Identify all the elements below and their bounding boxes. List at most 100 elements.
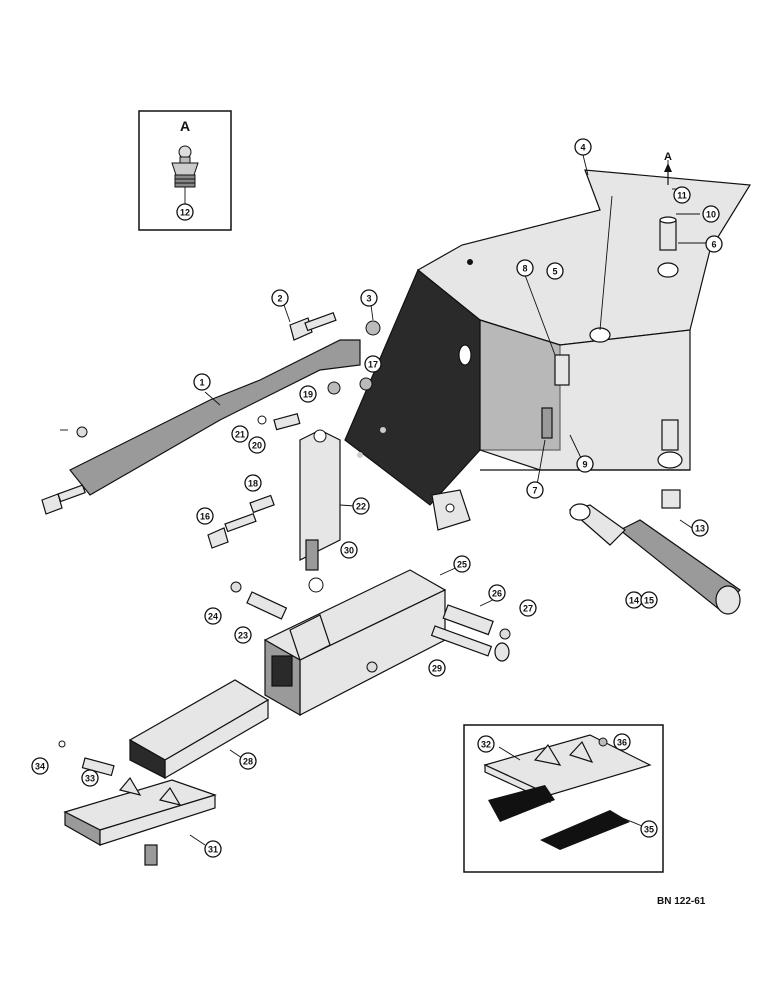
callout-2: 2 xyxy=(271,289,289,307)
inset-tracks xyxy=(463,724,664,873)
main-frame xyxy=(344,169,752,531)
callout-circle xyxy=(340,541,358,559)
callout-number: 4 xyxy=(580,143,585,153)
callout-circle xyxy=(488,584,506,602)
callout-number: 17 xyxy=(368,360,378,370)
callout-circle xyxy=(477,735,495,753)
callout-29: 29 xyxy=(428,659,446,677)
callout-number: 20 xyxy=(252,441,262,451)
callout-number: 5 xyxy=(552,267,557,277)
callout-circle xyxy=(516,259,534,277)
callout-31: 31 xyxy=(204,840,222,858)
callout-number: 2 xyxy=(277,294,282,304)
callout-circle xyxy=(673,186,691,204)
callout-1: 1 xyxy=(193,373,211,391)
callout-8: 8 xyxy=(516,259,534,277)
callout-number: 21 xyxy=(235,430,245,440)
callout-number: 32 xyxy=(481,740,491,750)
callout-28: 28 xyxy=(239,752,257,770)
callout-23: 23 xyxy=(234,626,252,644)
callout-circle xyxy=(271,289,289,307)
callout-33: 33 xyxy=(81,769,99,787)
callout-circle xyxy=(453,555,471,573)
callout-number: 28 xyxy=(243,757,253,767)
callout-21: 21 xyxy=(231,425,249,443)
callout-11: 11 xyxy=(673,186,691,204)
callout-circle xyxy=(299,385,317,403)
callout-number: 10 xyxy=(706,210,716,220)
callout-4: 4 xyxy=(574,138,592,156)
callout-circle xyxy=(691,519,709,537)
callout-number: 31 xyxy=(208,845,218,855)
callout-circle xyxy=(613,733,631,751)
callout-circle xyxy=(31,757,49,775)
callout-circle xyxy=(702,205,720,223)
arm xyxy=(60,339,361,496)
callout-34: 34 xyxy=(31,757,49,775)
arrow-a: A xyxy=(664,151,672,185)
callout-number: 9 xyxy=(582,460,587,470)
callout-32: 32 xyxy=(477,735,495,753)
callout-36: 36 xyxy=(613,733,631,751)
hitch-pins xyxy=(230,581,511,673)
callout-circle xyxy=(428,659,446,677)
callout-circle xyxy=(248,436,266,454)
callout-number: 16 xyxy=(200,512,210,522)
callout-17: 17 xyxy=(364,355,382,373)
callout-5: 5 xyxy=(546,262,564,280)
callout-number: 7 xyxy=(532,486,537,496)
callout-number: 19 xyxy=(303,390,313,400)
callout-7: 7 xyxy=(526,481,544,499)
callout-16: 16 xyxy=(196,507,214,525)
callout-18: 18 xyxy=(244,474,262,492)
callout-number: 22 xyxy=(356,502,366,512)
callout-14: 14 xyxy=(625,591,643,609)
callout-number: 34 xyxy=(35,762,45,772)
callout-number: 35 xyxy=(644,825,654,835)
callout-13: 13 xyxy=(691,519,709,537)
callout-circle xyxy=(705,235,723,253)
callout-number: 13 xyxy=(695,524,705,534)
callout-circle xyxy=(640,591,658,609)
callout-number: 11 xyxy=(677,191,687,201)
callout-26: 26 xyxy=(488,584,506,602)
callout-number: 33 xyxy=(85,774,95,784)
callout-12: 12 xyxy=(176,203,194,221)
callout-circle xyxy=(176,203,194,221)
callout-30: 30 xyxy=(340,541,358,559)
callout-22: 22 xyxy=(352,497,370,515)
callout-20: 20 xyxy=(248,436,266,454)
callout-circle xyxy=(244,474,262,492)
callout-circle xyxy=(193,373,211,391)
callout-25: 25 xyxy=(453,555,471,573)
callout-circle xyxy=(526,481,544,499)
drawing-number: BN 122-61 xyxy=(657,896,706,907)
callout-number: 25 xyxy=(457,560,467,570)
callout-19: 19 xyxy=(299,385,317,403)
callout-circle xyxy=(574,138,592,156)
callout-9: 9 xyxy=(576,455,594,473)
hitch-tube-25 xyxy=(263,569,447,717)
hydraulic-cylinder-14-15 xyxy=(568,503,741,615)
callout-circle xyxy=(234,626,252,644)
callout-circle xyxy=(360,289,378,307)
callout-number: 12 xyxy=(180,208,190,218)
callout-circle xyxy=(519,599,537,617)
callout-number: 14 xyxy=(629,596,639,606)
callout-27: 27 xyxy=(519,599,537,617)
hydraulic-cylinder-22 xyxy=(299,429,341,593)
callout-circle xyxy=(81,769,99,787)
callout-circle xyxy=(231,425,249,443)
callout-number: 8 xyxy=(522,264,527,274)
callout-number: 24 xyxy=(208,612,218,622)
callout-number: 3 xyxy=(366,294,371,304)
callout-number: 1 xyxy=(199,378,204,388)
callout-3: 3 xyxy=(360,289,378,307)
callout-circle xyxy=(196,507,214,525)
callout-24: 24 xyxy=(204,607,222,625)
callout-10: 10 xyxy=(702,205,720,223)
bolts xyxy=(41,311,381,549)
callout-number: 36 xyxy=(617,738,627,748)
grease-fitting-icon xyxy=(171,145,199,188)
